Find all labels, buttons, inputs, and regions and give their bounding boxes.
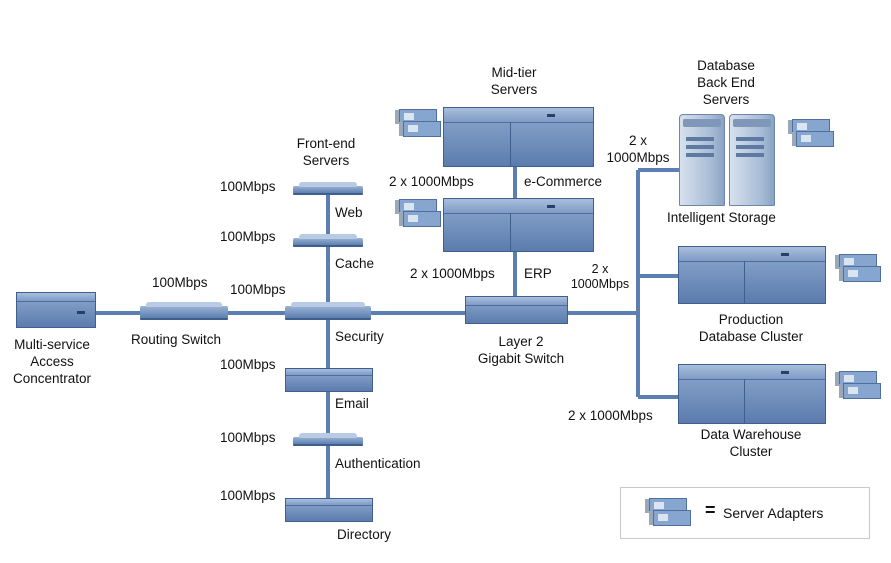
access-concentrator-label: Multi-service Access Concentrator xyxy=(12,337,92,386)
intelligent-storage-speed-label: 2 x 1000Mbps xyxy=(606,133,670,165)
web-label: Web xyxy=(335,205,363,220)
directory-server-device xyxy=(285,498,373,522)
data-warehouse-speed-label: 2 x 1000Mbps xyxy=(568,408,653,423)
email-server-device xyxy=(285,368,373,392)
email-label: Email xyxy=(335,396,369,411)
web-server-device xyxy=(293,182,363,193)
server-adapter-icon xyxy=(786,117,834,147)
ecommerce-label: e-Commerce xyxy=(524,174,603,189)
directory-label: Directory xyxy=(337,527,392,542)
database-tower-1 xyxy=(679,114,725,206)
security-switch-device xyxy=(285,302,371,318)
legend-text: Server Adapters xyxy=(723,505,824,521)
mid-tier-servers-label: Mid-tier Servers xyxy=(490,65,538,97)
authentication-label: Authentication xyxy=(335,456,421,471)
web-speed-label: 100Mbps xyxy=(220,179,276,194)
front-end-servers-label: Front-end Servers xyxy=(296,136,356,168)
layer2-gigabit-switch-device xyxy=(465,296,568,324)
cache-label: Cache xyxy=(335,256,375,271)
cache-server-device xyxy=(293,234,363,245)
data-warehouse-cluster-device xyxy=(678,364,826,424)
erp-server-device xyxy=(443,198,594,252)
email-speed-label: 100Mbps xyxy=(220,357,276,372)
database-back-end-servers-label: Database Back End Servers xyxy=(697,58,755,107)
server-adapter-icon xyxy=(833,369,881,399)
server-adapter-icon xyxy=(393,107,441,137)
access-concentrator-device xyxy=(16,292,96,328)
routing-switch-label: Routing Switch xyxy=(131,332,222,347)
directory-speed-label: 100Mbps xyxy=(220,488,276,503)
production-database-cluster-device xyxy=(678,246,826,304)
authentication-speed-label: 100Mbps xyxy=(220,430,276,445)
server-adapter-icon xyxy=(833,252,881,282)
routing-switch-device xyxy=(140,302,228,318)
erp-speed-label: 2 x 1000Mbps xyxy=(410,266,495,281)
ecommerce-speed-label: 2 x 1000Mbps xyxy=(389,174,474,189)
ecommerce-server-device xyxy=(443,107,594,167)
cache-speed-label: 100Mbps xyxy=(220,229,276,244)
routing-speed-label: 100Mbps xyxy=(152,275,208,290)
erp-label: ERP xyxy=(524,266,552,281)
server-adapter-icon xyxy=(393,197,441,227)
database-tower-2 xyxy=(729,114,775,206)
layer2-uplink-speed-label: 2 x 1000Mbps xyxy=(570,262,630,291)
layer2-switch-label: Layer 2 Gigabit Switch xyxy=(477,334,565,366)
security-speed-label: 100Mbps xyxy=(230,282,286,297)
data-warehouse-label: Data Warehouse Cluster xyxy=(700,427,802,459)
security-label: Security xyxy=(335,329,384,344)
production-database-label: Production Database Cluster xyxy=(698,312,804,344)
server-adapter-icon xyxy=(643,496,691,526)
legend: = Server Adapters xyxy=(620,487,870,539)
authentication-server-device xyxy=(293,433,363,444)
legend-equals: = xyxy=(705,500,716,520)
intelligent-storage-label: Intelligent Storage xyxy=(667,210,776,225)
